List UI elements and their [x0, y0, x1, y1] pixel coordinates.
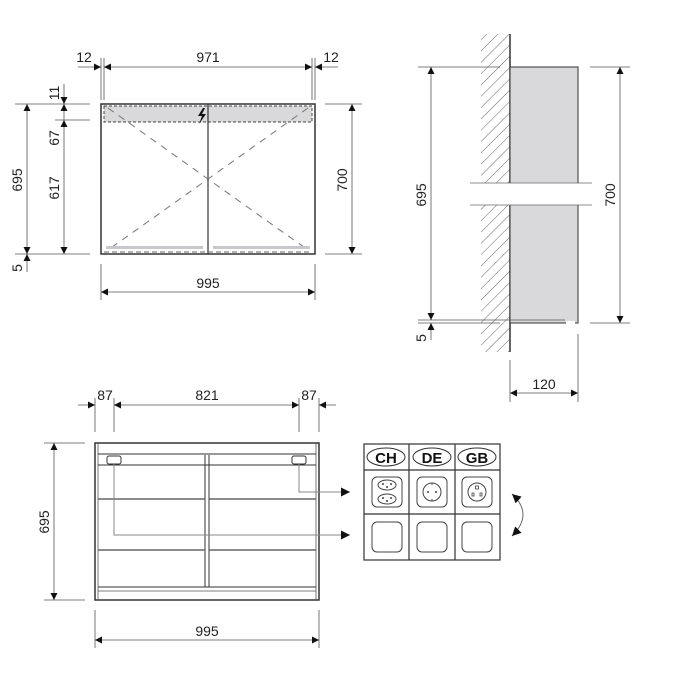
- blank-plate-ch: [371, 521, 403, 553]
- swiss-socket-icon: [371, 476, 403, 508]
- leader-line-lower: [113, 464, 350, 540]
- dim-gap-left: 12: [76, 49, 92, 65]
- interior-dim-side-left: 87: [97, 387, 113, 403]
- schuko-socket-icon: [416, 476, 448, 508]
- dim-total-height-right: 700: [334, 168, 350, 192]
- svg-text:GB: GB: [466, 450, 489, 467]
- cabinet-interior-outline: [94, 442, 320, 601]
- interior-view: 87 821 87 695 995: [36, 387, 350, 648]
- front-view: 12 971 12 11 67 617 695 5 700 995: [9, 49, 362, 300]
- interior-dim-height: 695: [36, 510, 52, 534]
- dim-bottom-offset: 5: [9, 264, 25, 272]
- svg-text:CH: CH: [375, 450, 397, 467]
- dim-inner-width: 971: [196, 49, 220, 65]
- curved-double-arrow-icon: [511, 493, 524, 537]
- dim-body-height: 617: [46, 176, 62, 200]
- column-header-de: DE: [412, 447, 452, 467]
- outlet-left: [106, 455, 122, 465]
- uk-socket-icon: [461, 476, 493, 508]
- column-header-gb: GB: [457, 447, 497, 467]
- svg-text:DE: DE: [422, 450, 443, 467]
- dim-top-offset: 11: [46, 86, 62, 101]
- interior-dim-width: 995: [195, 623, 219, 639]
- dim-total-height-left: 695: [9, 168, 25, 192]
- outlet-right: [291, 455, 307, 465]
- side-dim-bottom-offset: 5: [413, 334, 429, 342]
- side-view: 695 5 700 120: [413, 34, 630, 402]
- side-dim-height-right: 700: [602, 183, 618, 207]
- bottom-light-left: [106, 246, 203, 249]
- leader-line-upper: [298, 464, 350, 497]
- lightning-icon: [198, 108, 206, 124]
- blank-plate-gb: [461, 521, 493, 553]
- socket-table: CH DE GB: [363, 443, 524, 561]
- column-header-ch: CH: [366, 447, 406, 467]
- door-swing-line: [107, 107, 309, 251]
- break-band: [470, 183, 592, 205]
- side-dim-depth: 120: [532, 376, 556, 392]
- blank-plate-de: [416, 521, 448, 553]
- dim-light-strip-height: 67: [46, 130, 62, 146]
- bottom-light-right: [213, 246, 310, 249]
- side-dim-height-left: 695: [413, 183, 429, 207]
- dim-gap-right: 12: [323, 49, 339, 65]
- interior-dim-side-right: 87: [301, 387, 317, 403]
- interior-dim-middle: 821: [195, 387, 219, 403]
- dim-total-width: 995: [196, 275, 220, 291]
